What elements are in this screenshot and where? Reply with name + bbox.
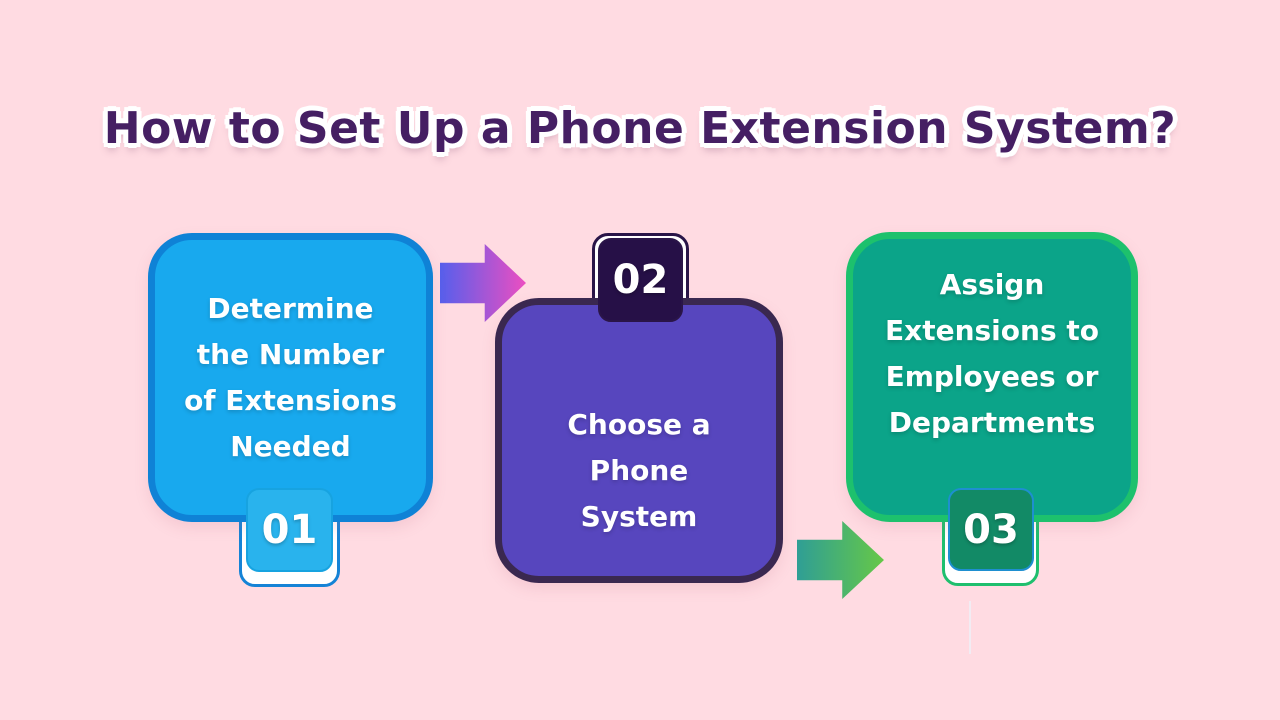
step-3-number-badge: 03 xyxy=(948,488,1034,571)
step-1-card: Determine the Number of Extensions Neede… xyxy=(148,233,433,522)
step-3-card: Assign Extensions to Employees or Depart… xyxy=(846,232,1138,522)
step-3-label: Assign Extensions to Employees or Depart… xyxy=(885,268,1099,439)
step-1-number-badge: 01 xyxy=(246,488,333,572)
step-1-number: 01 xyxy=(261,507,318,553)
step-1-label: Determine the Number of Extensions Neede… xyxy=(184,291,397,463)
step-2-label: Choose a Phone System xyxy=(567,407,711,533)
arrow-right-icon-2 xyxy=(797,521,884,599)
step-2-number: 02 xyxy=(612,257,669,303)
page-title: How to Set Up a Phone Extension System? xyxy=(103,103,1177,155)
step-2-card: Choose a Phone System xyxy=(495,298,783,583)
step-3-number: 03 xyxy=(963,506,1019,553)
step-2-number-badge: 02 xyxy=(598,238,683,322)
vertical-line xyxy=(969,601,971,654)
